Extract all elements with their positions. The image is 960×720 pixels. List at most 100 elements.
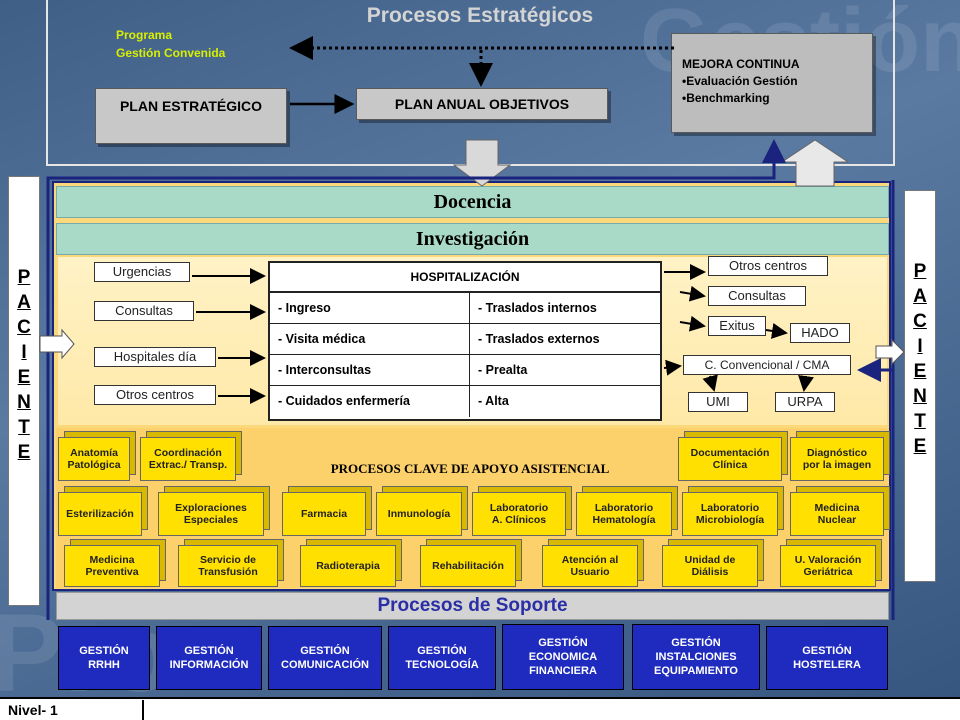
input-otros-centros[interactable]: Otros centros [94, 385, 216, 405]
block-rehabilitacion[interactable]: Rehabilitación [420, 545, 516, 587]
block-radioterapia[interactable]: Radioterapia [300, 545, 396, 587]
gestion-line: GESTIÓN [300, 645, 350, 657]
block-line: Farmacia [300, 508, 348, 520]
plan-estrategico-box[interactable]: PLAN ESTRATÉGICO [95, 88, 287, 144]
output-arrow [679, 285, 706, 302]
mejora-title: MEJORA CONTINUA [682, 57, 800, 71]
support-title-label: Procesos de Soporte [377, 595, 568, 616]
paciente-letter: I [917, 336, 923, 357]
block-line: Laboratorio [489, 502, 549, 514]
block-line: Diagnóstico [806, 447, 868, 459]
gestion-line: GESTIÓN [538, 637, 588, 649]
block-line: Unidad de [684, 554, 736, 566]
block-line: Preventiva [85, 566, 139, 578]
input-hospitales-dia[interactable]: Hospitales día [94, 347, 216, 367]
block-line: Laboratorio [594, 502, 654, 514]
output-convencional-cma[interactable]: C. Convencional / CMA [683, 355, 851, 375]
output-otros-centros[interactable]: Otros centros [708, 256, 828, 276]
hospitalizacion-title: HOSPITALIZACIÓN [270, 263, 660, 293]
table-cell: - Prealta [478, 363, 528, 377]
paciente-letter: N [913, 386, 927, 407]
gestion-informacion[interactable]: GESTIÓN INFORMACIÓN [156, 626, 262, 690]
gestion-line: GESTIÓN [802, 645, 852, 657]
block-esterilizacion[interactable]: Esterilización [58, 492, 142, 536]
block-line: por la imagen [802, 459, 872, 471]
paciente-letter: E [17, 442, 31, 463]
paciente-letter: T [914, 411, 926, 432]
block-line: Inmunología [387, 508, 451, 520]
nivel-label: Nivel- 1 [6, 700, 144, 720]
mejora-item: •Evaluación Gestión [682, 74, 798, 88]
block-line: Transfusión [198, 566, 258, 578]
block-line: Esterilización [66, 508, 134, 520]
paciente-letter: N [17, 392, 31, 413]
paciente-letter: E [913, 436, 927, 457]
programa-line: Gestión Convenida [116, 46, 226, 60]
output-exitus[interactable]: Exitus [708, 316, 766, 336]
block-line: Servicio de [199, 554, 256, 566]
paciente-letter: P [913, 261, 927, 282]
input-urgencias[interactable]: Urgencias [94, 262, 190, 282]
paciente-letter: E [17, 367, 31, 388]
plan-anual-label: PLAN ANUAL OBJETIVOS [394, 96, 570, 112]
gestion-hostelera[interactable]: GESTIÓN HOSTELERA [766, 626, 888, 690]
input-consultas[interactable]: Consultas [94, 301, 194, 321]
table-cell: - Cuidados enfermería [270, 386, 470, 417]
table-cell: - Traslados internos [478, 301, 597, 315]
block-line: Microbiología [695, 514, 765, 526]
gestion-line: INSTALCIONES [655, 651, 737, 663]
block-line: Anatomía [70, 447, 118, 459]
output-arrow [679, 315, 706, 332]
plan-anual-box[interactable]: PLAN ANUAL OBJETIVOS [356, 88, 608, 120]
block-line: Usuario [570, 566, 610, 578]
block-line: Extrac./ Transp. [148, 459, 228, 471]
output-arrow [702, 374, 718, 392]
output-umi[interactable]: UMI [688, 392, 748, 412]
feedback-loop [46, 139, 786, 620]
block-line: Exploraciones [175, 502, 247, 514]
block-line: Hematología [592, 514, 656, 526]
gestion-line: HOSTELERA [793, 659, 861, 671]
output-hado[interactable]: HADO [790, 323, 850, 343]
gestion-line: GESTIÓN [79, 645, 129, 657]
block-line: Atención al [561, 554, 619, 566]
paciente-letter: I [21, 342, 27, 363]
output-urpa[interactable]: URPA [775, 392, 835, 412]
gestion-comunicacion[interactable]: GESTIÓN COMUNICACIÓN [268, 626, 382, 690]
block-inmunologia[interactable]: Inmunología [376, 492, 462, 536]
gestion-line: EQUIPAMIENTO [654, 665, 738, 677]
gestion-line: COMUNICACIÓN [281, 659, 369, 671]
gestion-line: GESTIÓN [184, 645, 234, 657]
docencia-label: Docencia [433, 191, 512, 213]
block-line: Rehabilitación [432, 560, 504, 572]
gestion-line: INFORMACIÓN [169, 659, 249, 671]
block-line: Documentación [690, 447, 770, 459]
strategic-processes-title: Procesos Estratégicos [366, 4, 594, 27]
block-line: Nuclear [817, 514, 857, 526]
gestion-rrhh[interactable]: GESTIÓN RRHH [58, 626, 150, 690]
block-farmacia[interactable]: Farmacia [282, 492, 366, 536]
gestion-line: RRHH [88, 659, 120, 671]
mejora-continua-box[interactable]: MEJORA CONTINUA •Evaluación Gestión •Ben… [671, 33, 873, 133]
output-consultas[interactable]: Consultas [708, 286, 806, 306]
